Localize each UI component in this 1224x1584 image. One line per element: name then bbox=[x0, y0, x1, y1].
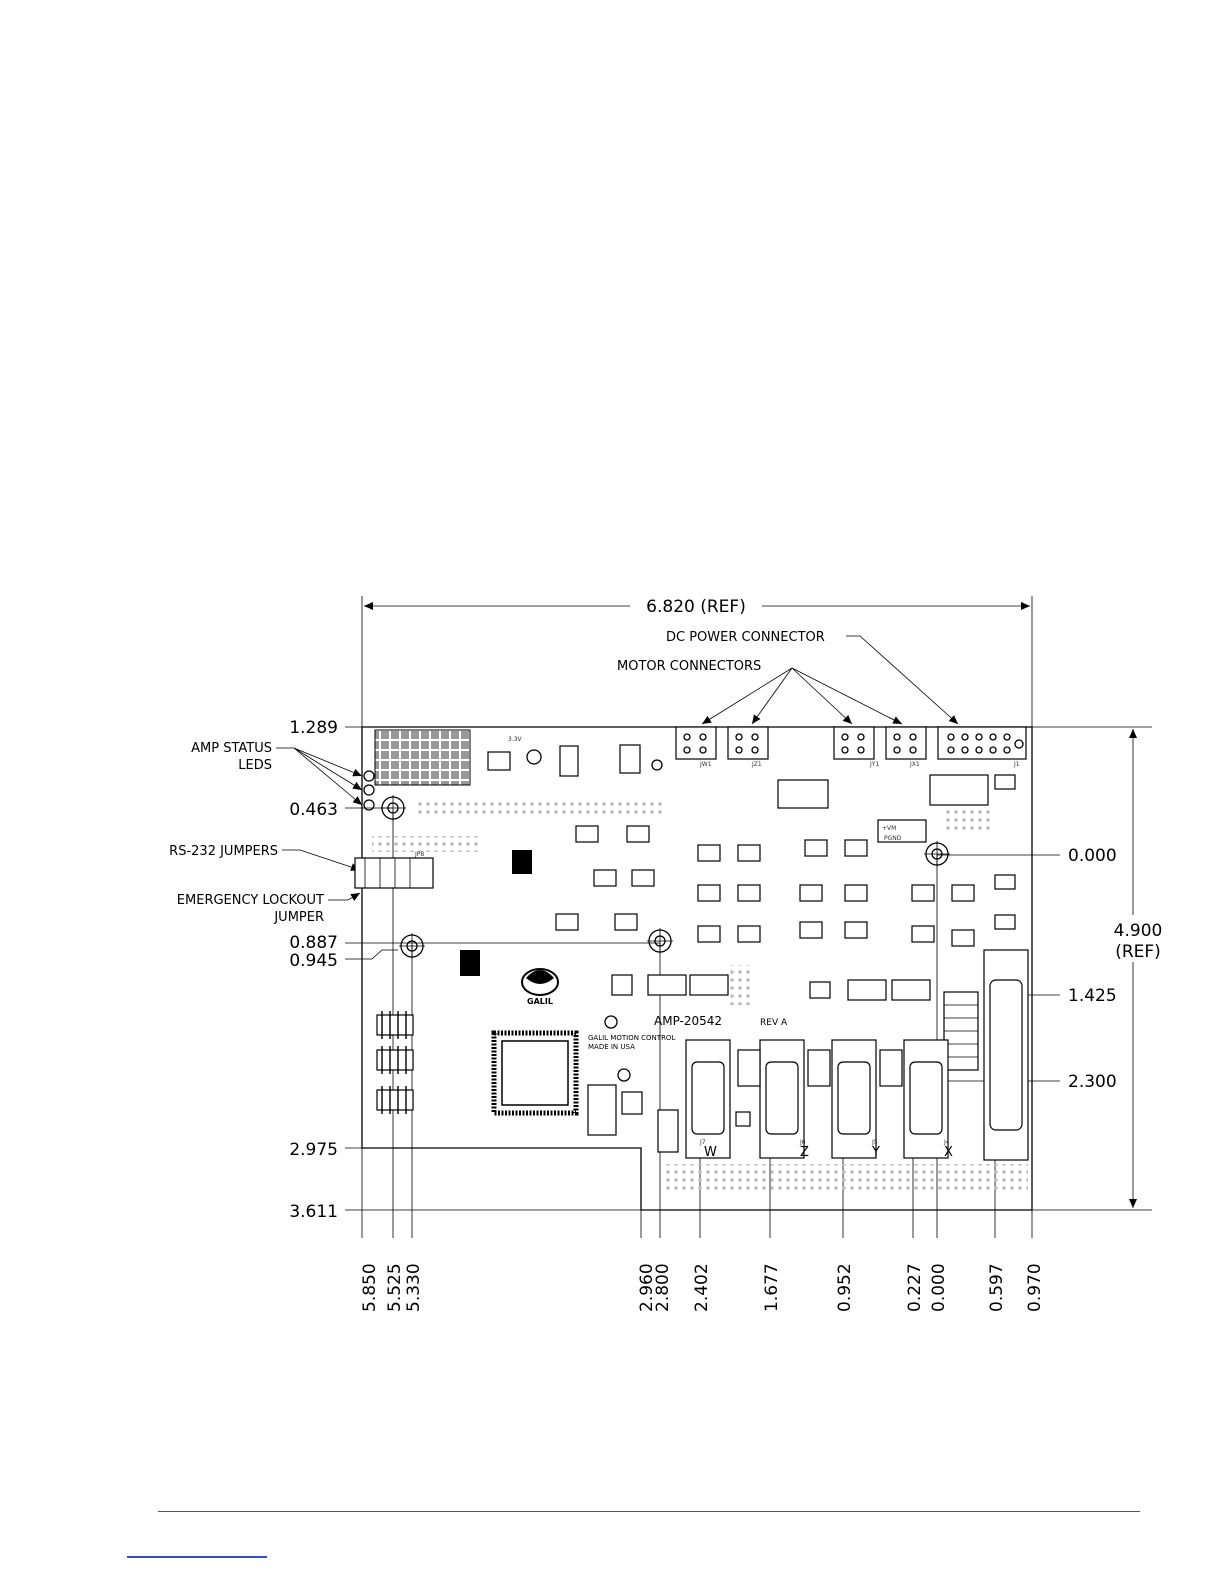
power-label-pgnd: PGND bbox=[884, 835, 902, 842]
dim-left-2: 0.463 bbox=[289, 800, 338, 820]
encoder-connectors: W J7 Z J6 Y J5 X J4 bbox=[685, 949, 1029, 1161]
height-dim-value: 4.900 bbox=[1114, 921, 1163, 941]
dc-power-callout: DC POWER CONNECTOR bbox=[666, 630, 959, 725]
footer-link-underline[interactable] bbox=[127, 1556, 267, 1558]
maker-line-2: MADE IN USA bbox=[588, 1043, 635, 1051]
dim-right-3: 2.300 bbox=[1068, 1072, 1117, 1092]
mounting-hole-1 bbox=[380, 795, 406, 821]
amp-status-label-2: LEDS bbox=[238, 758, 272, 773]
voltage-label: 3.3V bbox=[508, 736, 523, 743]
axis-conn-y: J5 bbox=[871, 1139, 878, 1146]
main-processor bbox=[491, 1030, 579, 1116]
emergency-callout: EMERGENCY LOCKOUT JUMPER bbox=[177, 892, 361, 925]
power-jack-label: J1 bbox=[1013, 761, 1020, 768]
power-label-vm: +VM bbox=[882, 825, 896, 832]
dim-left-6: 3.611 bbox=[289, 1202, 338, 1222]
dim-bottom-4: 2.960 bbox=[637, 1263, 657, 1312]
motor-connectors-label: MOTOR CONNECTORS bbox=[617, 659, 761, 674]
mounting-hole-2 bbox=[399, 933, 425, 959]
overall-height-dimension: 4.900 (REF) bbox=[1114, 729, 1163, 1208]
height-dim-suffix: (REF) bbox=[1115, 942, 1161, 962]
left-dimension-labels: 1.289 0.463 0.887 0.945 2.975 3.611 bbox=[289, 718, 398, 1222]
dim-bottom-2: 5.525 bbox=[385, 1263, 405, 1312]
main-dsub-connector bbox=[983, 949, 1029, 1161]
dim-left-1: 1.289 bbox=[289, 718, 338, 738]
motor-jack-y: JY1 bbox=[833, 726, 879, 768]
axis-conn-z: J6 bbox=[799, 1139, 806, 1146]
dim-bottom-8: 0.952 bbox=[835, 1263, 855, 1312]
transistor-arrays bbox=[376, 1011, 414, 1114]
galil-logo: GALIL bbox=[521, 968, 559, 1006]
rs232-label: RS-232 JUMPERS bbox=[169, 844, 278, 859]
encoder-connector-z: Z J6 bbox=[759, 1039, 809, 1160]
motor-jacks: JW1 JZ1 JY1 JX1 J1 +V bbox=[508, 726, 1027, 843]
axis-letter-y: Y bbox=[871, 1145, 880, 1160]
motor-jack-x: JX1 bbox=[885, 726, 927, 768]
motor-connectors-callout: MOTOR CONNECTORS bbox=[617, 659, 903, 725]
rs232-jumper-block: JP8 bbox=[354, 851, 434, 889]
axis-letter-w: W bbox=[704, 1145, 717, 1160]
rs232-callout: RS-232 JUMPERS bbox=[169, 844, 361, 871]
jumper-label: JP8 bbox=[414, 851, 424, 858]
header-pin-rows bbox=[372, 800, 1028, 1194]
emergency-label-2: JUMPER bbox=[273, 910, 324, 925]
motor-jack-x-label: JX1 bbox=[909, 761, 920, 768]
dim-left-5: 2.975 bbox=[289, 1140, 338, 1160]
heatsink-grid bbox=[374, 729, 471, 786]
encoder-connector-y: Y J5 bbox=[831, 1039, 880, 1160]
board-model: AMP-20542 bbox=[654, 1014, 722, 1028]
logo-text: GALIL bbox=[527, 997, 553, 1006]
axis-letter-z: Z bbox=[800, 1145, 809, 1160]
width-dim-label: 6.820 (REF) bbox=[646, 597, 746, 617]
dim-bottom-12: 0.970 bbox=[1025, 1263, 1045, 1312]
bottom-dimension-labels: 5.850 5.525 5.330 2.960 2.800 2.402 1.67… bbox=[360, 1263, 1045, 1312]
axis-conn-x: J4 bbox=[943, 1139, 950, 1146]
maker-line-1: GALIL MOTION CONTROL bbox=[588, 1034, 675, 1042]
status-leds bbox=[363, 770, 375, 811]
motor-jack-w-label: JW1 bbox=[699, 761, 712, 768]
dim-right-1: 0.000 bbox=[1068, 846, 1117, 866]
axis-letter-x: X bbox=[944, 1145, 953, 1160]
mounting-holes bbox=[380, 795, 950, 959]
right-dimension-labels: 0.000 1.425 2.300 bbox=[930, 846, 1117, 1092]
dim-bottom-7: 1.677 bbox=[762, 1263, 782, 1312]
small-ics bbox=[460, 744, 1016, 1153]
extension-lines bbox=[345, 596, 1152, 1238]
dim-bottom-6: 2.402 bbox=[692, 1263, 712, 1312]
dim-left-4: 0.945 bbox=[289, 951, 338, 971]
dim-bottom-11: 0.597 bbox=[987, 1263, 1007, 1312]
encoder-connector-w: W J7 bbox=[685, 1039, 731, 1160]
mounting-hole-4 bbox=[924, 841, 950, 867]
amp-status-label-1: AMP STATUS bbox=[191, 741, 272, 756]
power-jack: J1 bbox=[937, 726, 1027, 768]
emergency-jumper-strip bbox=[943, 991, 979, 1071]
encoder-connector-x: X J4 bbox=[903, 1039, 953, 1160]
motor-jack-w: JW1 bbox=[675, 726, 717, 768]
dim-right-2: 1.425 bbox=[1068, 986, 1117, 1006]
dim-bottom-3: 5.330 bbox=[404, 1263, 424, 1312]
amp-status-callout: AMP STATUS LEDS bbox=[191, 741, 363, 806]
motor-jack-z: JZ1 bbox=[727, 726, 769, 768]
dim-bottom-1: 5.850 bbox=[360, 1263, 380, 1312]
dim-left-3: 0.887 bbox=[289, 933, 338, 953]
dc-power-label: DC POWER CONNECTOR bbox=[666, 630, 825, 645]
dim-bottom-10: 0.000 bbox=[929, 1263, 949, 1312]
axis-conn-w: J7 bbox=[699, 1139, 706, 1146]
emergency-label-1: EMERGENCY LOCKOUT bbox=[177, 893, 324, 908]
motor-jack-z-label: JZ1 bbox=[751, 761, 762, 768]
board-revision: REV A bbox=[760, 1018, 788, 1028]
overall-width-dimension: 6.820 (REF) bbox=[364, 597, 1030, 617]
mounting-hole-3 bbox=[647, 928, 673, 954]
dim-bottom-9: 0.227 bbox=[905, 1263, 925, 1312]
footer-rule bbox=[158, 1511, 1140, 1512]
motor-jack-y-label: JY1 bbox=[869, 761, 879, 768]
dim-bottom-5: 2.800 bbox=[653, 1263, 673, 1312]
